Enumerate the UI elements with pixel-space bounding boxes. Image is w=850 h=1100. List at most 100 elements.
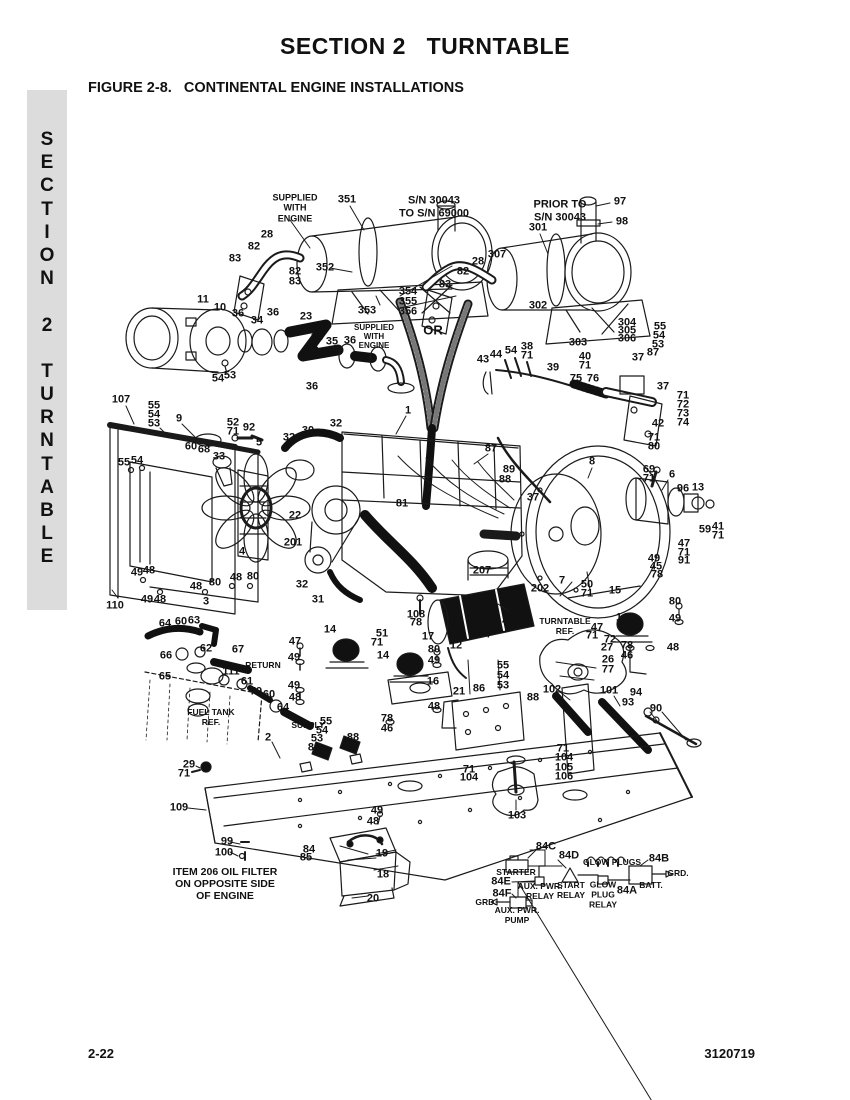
callout-number: 33 [212,450,226,463]
callout-number: 14 [376,649,390,662]
callout-number: 97 [613,195,627,208]
callout-number: 37 [631,351,645,364]
callout-number: 60 [174,615,188,628]
callout-number: 81 [395,497,409,510]
callout-number: 36 [266,306,280,319]
callout-number: 75 [569,372,583,385]
callout-number: 301 [528,221,548,234]
callout-number: 71 [520,349,534,362]
callout-number: 68 [197,443,211,456]
callout-number: 353 [357,304,377,317]
section-tab-letter: N [40,430,54,452]
callout-number: 21 [452,685,466,698]
callout-number: 30 [301,424,315,437]
callout-number: 352 [315,261,335,274]
callout-number: 53 [147,417,161,430]
callout-number: 47 [288,635,302,648]
page-number: 2-22 [88,1046,115,1061]
callout-number: 72 [676,398,690,411]
callout-number: 48 [189,580,203,593]
section-tab-letter: I [44,221,50,243]
callout-number: 90 [649,702,663,715]
callout-number: 99 [220,835,234,848]
callout-number: 71 [462,763,476,776]
callout-number: 71 [677,546,691,559]
callout-number: 51 [375,627,389,640]
callout-number: 101 [599,684,619,697]
annotation-label: GLOW PLUGS [582,857,642,868]
callout-number: 354 [398,285,418,298]
callout-number: 60 [262,688,276,701]
annotation-label: RETURN [245,660,281,671]
callout-number: 64 [276,701,290,714]
callout-number: 18 [376,868,390,881]
callout-number: 4 [238,545,246,558]
callout-number: 46 [380,722,394,735]
section-tab-letter: A [40,476,54,498]
callout-number: 5 [255,436,263,449]
callout-number: 1 [404,404,412,417]
callout-number: 67 [231,643,245,656]
callout-number: 80 [647,440,661,453]
callout-number: 71 [578,359,592,372]
callout-number: 54 [147,408,161,421]
callout-number: 55 [653,320,667,333]
callout-number: 23 [299,310,313,323]
section-tab-letter: O [39,244,55,266]
callout-number: 84D [558,849,580,862]
callout-number: 79 [249,685,263,698]
callout-number: 64 [477,628,491,641]
callout-number: 92 [242,421,256,434]
callout-number: 71 [177,767,191,780]
callout-number: 83 [288,275,302,288]
callout-number: 306 [617,332,637,345]
callout-number: 37 [526,491,540,504]
callout-number: 351 [337,193,357,206]
callout-number: 10 [213,301,227,314]
section-tab-letter: S [40,129,54,150]
callout-number: 25 [310,331,324,344]
callout-number: 63 [187,614,201,627]
callout-number: 9 [175,412,183,425]
callout-number: 24 [305,340,319,353]
callout-number: 48 [229,571,243,584]
callout-number: 88 [526,691,540,704]
callout-number: 41 [711,520,725,533]
callout-number: 88 [498,473,512,486]
annotation-label: GRD. [667,868,689,879]
callout-number: 44 [489,348,503,361]
callout-number: 78 [650,568,664,581]
callout-number: 45 [649,560,663,573]
callout-number: 48 [288,691,302,704]
callout-number: 37 [656,380,670,393]
callout-number: 55 [496,659,510,672]
annotation-label: OR [423,322,443,338]
annotation-label: STARTER [496,867,536,878]
callout-number: 87 [646,346,660,359]
callout-number: 22 [288,509,302,522]
callout-number: 20 [366,892,380,905]
callout-number: 84 [302,843,316,856]
callout-number: 80 [208,576,222,589]
callout-number: 69 [642,463,656,476]
section-tab-letter: L [41,523,53,545]
callout-number: 60 [184,440,198,453]
callout-number: 93 [621,696,635,709]
callout-number: 8 [588,455,596,468]
callout-number: 53 [496,679,510,692]
callout-number: 53 [651,338,665,351]
callout-number: 50 [580,578,594,591]
callout-number: 54 [504,344,518,357]
callout-number: 94 [629,686,643,699]
callout-number: 40 [578,350,592,363]
callout-number: 307 [487,248,507,261]
callout-number: 14 [323,623,337,636]
callout-number: 86 [472,682,486,695]
callout-number: 48 [427,700,441,713]
callout-number: 62 [199,642,213,655]
callout-number: 102 [542,683,562,696]
callout-number: 78 [620,639,634,652]
